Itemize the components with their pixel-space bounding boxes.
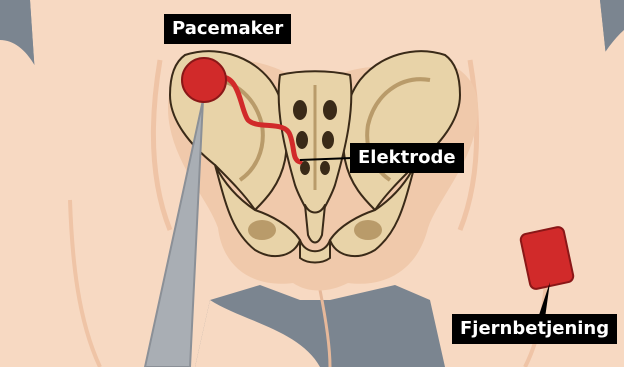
pacemaker-label: Pacemaker <box>164 14 291 44</box>
electrode-label: Elektrode <box>350 143 464 173</box>
pacemaker-device-icon <box>182 58 226 102</box>
remote-control-label: Fjernbetjening <box>452 314 617 344</box>
